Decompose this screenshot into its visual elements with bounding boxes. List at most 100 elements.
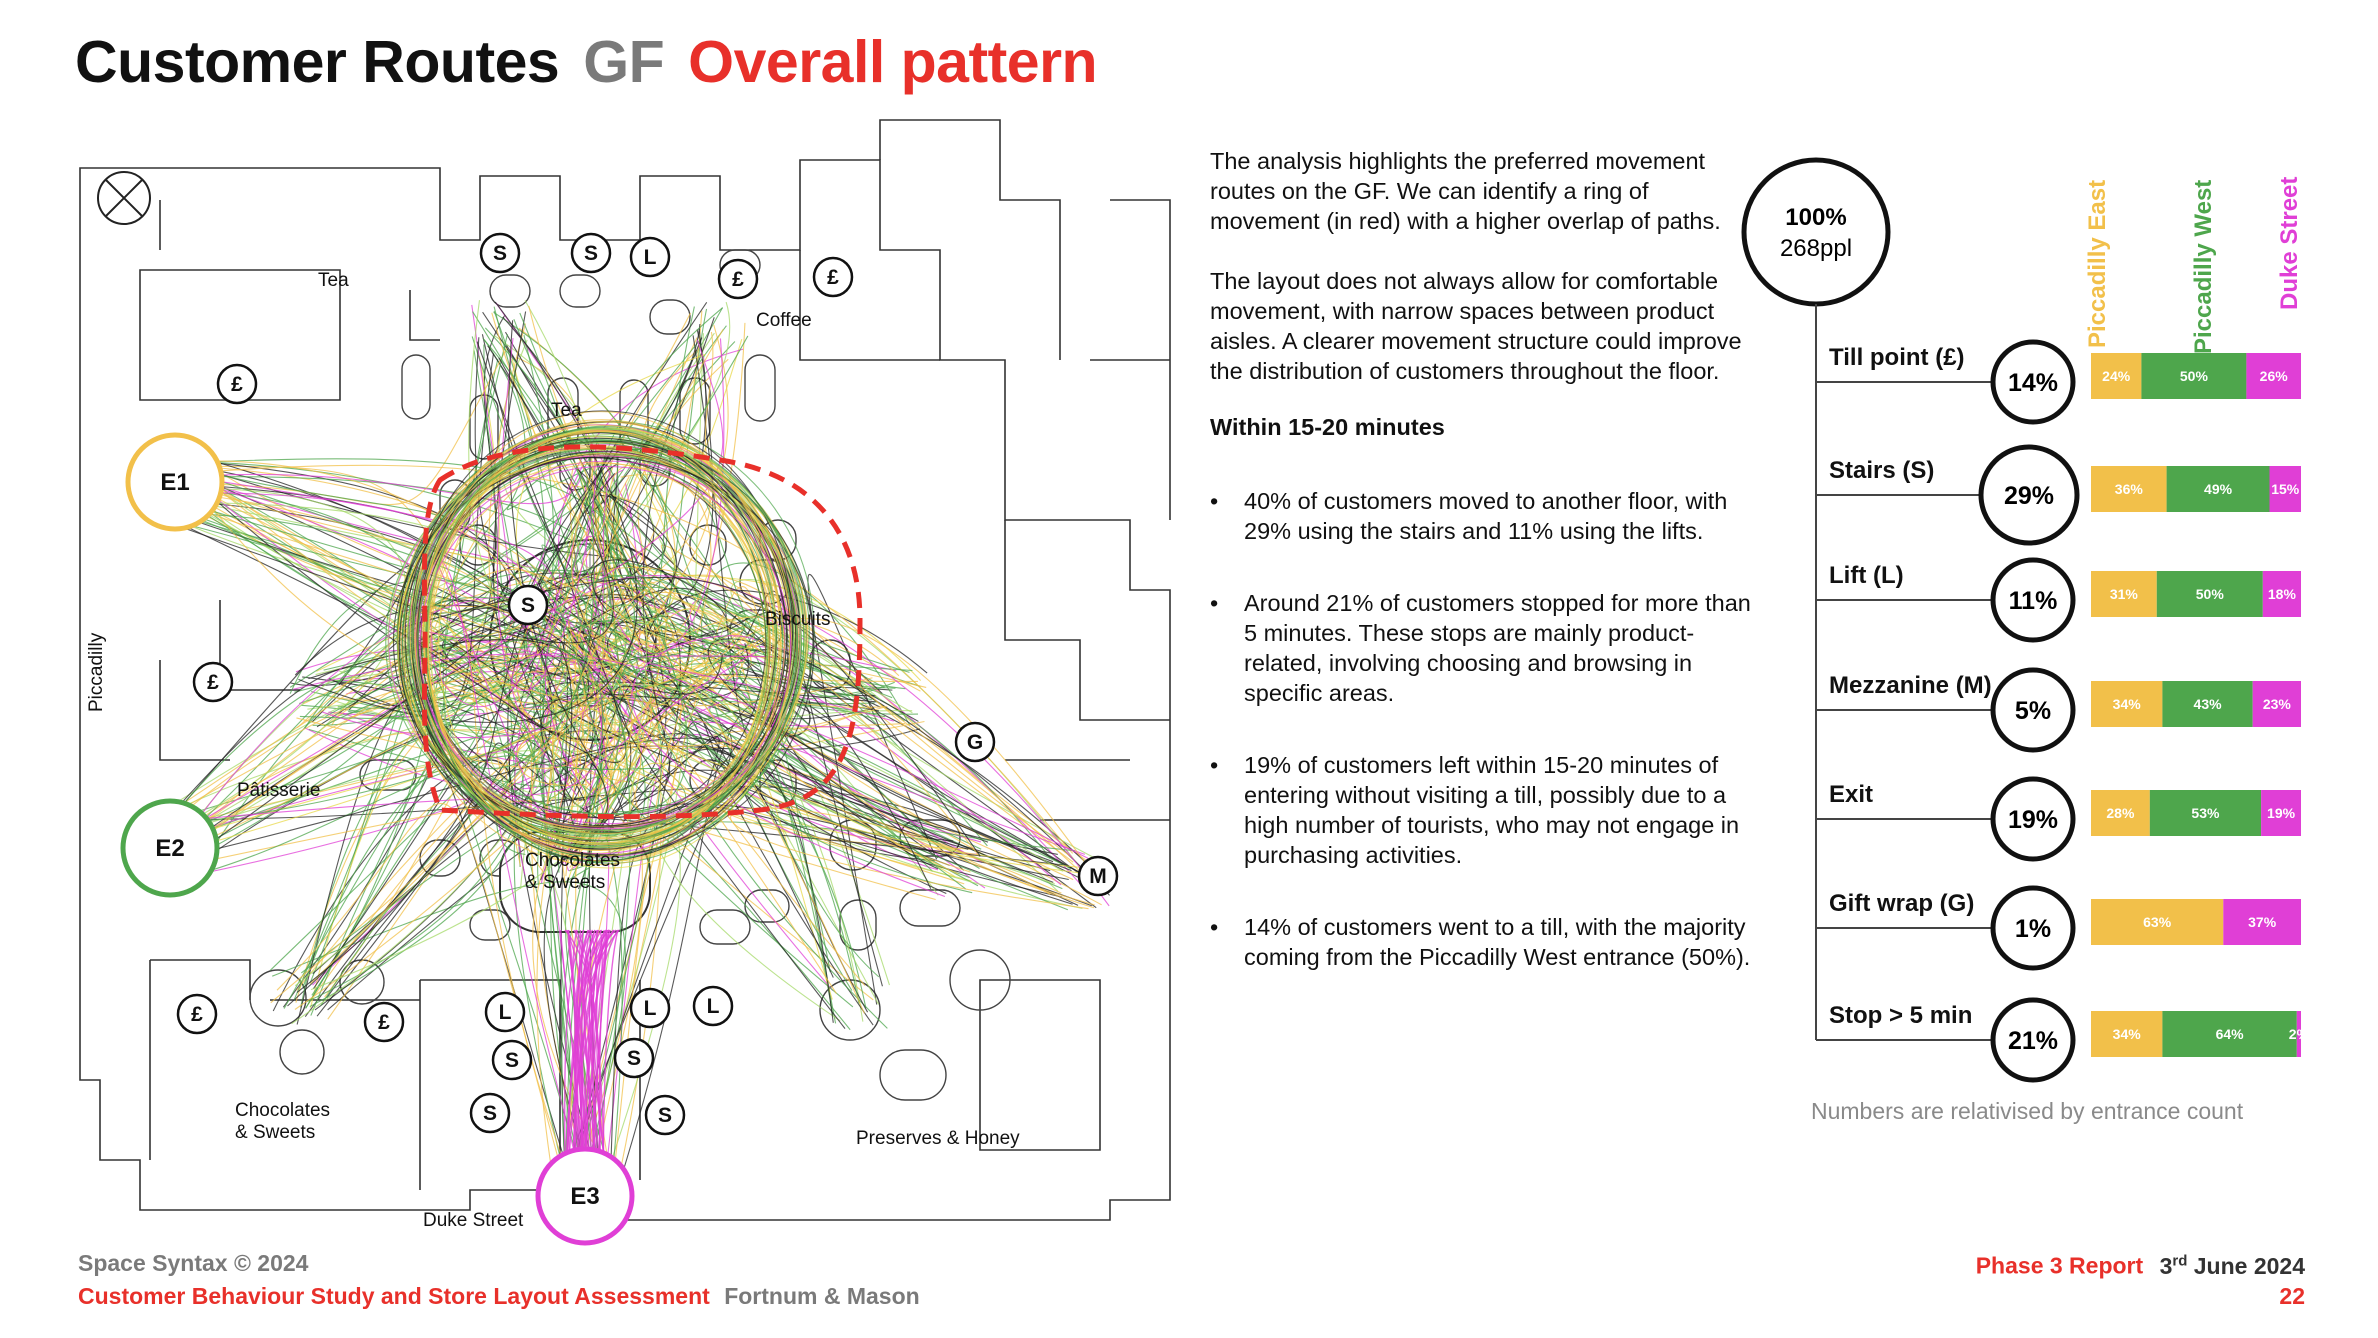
label-patisserie: Pâtisserie bbox=[237, 780, 321, 801]
bar-label-west: 64% bbox=[2216, 1026, 2245, 1042]
bar-segment-west bbox=[2162, 1011, 2297, 1057]
route-line bbox=[398, 440, 815, 856]
marker-S: S bbox=[507, 584, 549, 626]
route-line bbox=[540, 615, 1107, 888]
bullet-item: 40% of customers moved to another floor,… bbox=[1210, 486, 1755, 546]
bar-label-duke: 37% bbox=[2248, 914, 2277, 930]
svg-text:S: S bbox=[505, 1049, 519, 1072]
svg-text:M: M bbox=[1089, 865, 1107, 888]
route-line bbox=[172, 500, 633, 798]
route-line bbox=[156, 460, 741, 682]
footer-date: 3rd June 2024 bbox=[2159, 1252, 2305, 1279]
bullet-item: 19% of customers left within 15-20 minut… bbox=[1210, 750, 1755, 870]
display-unit-22 bbox=[744, 889, 790, 923]
display-unit-30 bbox=[249, 969, 307, 1027]
bar-segment-duke bbox=[2296, 1011, 2301, 1057]
route-line bbox=[302, 746, 524, 1003]
share-node: 29% bbox=[1978, 444, 2080, 546]
route-line bbox=[194, 632, 563, 829]
route-line bbox=[420, 635, 854, 1008]
bar-label-east: 24% bbox=[2102, 368, 2131, 384]
plan-wall-4 bbox=[1004, 520, 1170, 821]
route-line bbox=[564, 929, 608, 1181]
share-node: 1% bbox=[1990, 885, 2076, 971]
route-line bbox=[190, 583, 667, 848]
legend-duke-street: Duke Street bbox=[2276, 176, 2303, 310]
marker-S: S bbox=[479, 232, 521, 274]
route-line bbox=[541, 544, 618, 638]
marker-£: £ bbox=[216, 363, 258, 405]
footer-study: Customer Behaviour Study and Store Layou… bbox=[78, 1283, 710, 1309]
route-line bbox=[270, 608, 764, 1004]
route-line bbox=[308, 623, 602, 707]
route-line bbox=[512, 632, 1058, 856]
route-line bbox=[403, 424, 793, 866]
route-line bbox=[309, 350, 536, 1008]
route-line bbox=[276, 802, 569, 1193]
legend-piccadilly-west: Piccadilly West bbox=[2190, 179, 2217, 354]
route-line bbox=[415, 461, 775, 827]
title-main: Customer Routes bbox=[75, 29, 560, 95]
route-line bbox=[595, 459, 779, 736]
category-label: Gift wrap (G) bbox=[1829, 890, 1974, 917]
svg-text:E2: E2 bbox=[155, 835, 184, 862]
display-unit-29 bbox=[879, 1049, 947, 1101]
svg-text:L: L bbox=[644, 997, 657, 1020]
route-line bbox=[422, 452, 768, 848]
analysis-bullets: 40% of customers moved to another floor,… bbox=[1210, 486, 1755, 972]
label-chocolates-centre: Chocolates & Sweets bbox=[525, 850, 621, 893]
bar-segment-duke bbox=[2261, 790, 2301, 836]
marker-S: S bbox=[644, 1094, 686, 1136]
route-line bbox=[645, 354, 1096, 859]
marker-M: M bbox=[1077, 855, 1119, 897]
share-node: 11% bbox=[1990, 557, 2076, 643]
route-line bbox=[631, 635, 946, 898]
footer-date-day: 3 bbox=[2159, 1252, 2173, 1279]
route-line bbox=[323, 657, 880, 978]
bar-segment-east bbox=[2091, 790, 2150, 836]
marker-£: £ bbox=[717, 258, 759, 300]
bar-label-west: 50% bbox=[2180, 368, 2209, 384]
bar-label-duke: 19% bbox=[2267, 805, 2296, 821]
title-subtitle: Overall pattern bbox=[688, 29, 1098, 95]
route-line bbox=[145, 487, 447, 1009]
bar-label-duke: 18% bbox=[2268, 586, 2297, 602]
svg-text:£: £ bbox=[207, 671, 219, 694]
route-line bbox=[515, 354, 706, 805]
route-line bbox=[422, 419, 781, 844]
svg-text:£: £ bbox=[191, 1003, 203, 1026]
display-unit-31 bbox=[339, 959, 385, 1005]
route-line bbox=[176, 509, 604, 1168]
share-node: 5% bbox=[1990, 667, 2076, 753]
marker-S: S bbox=[570, 232, 612, 274]
svg-text:E3: E3 bbox=[570, 1183, 599, 1210]
route-line bbox=[493, 311, 979, 887]
display-unit-21 bbox=[699, 909, 751, 945]
entrance-e1: E1 bbox=[125, 432, 225, 532]
share-value: 1% bbox=[2015, 915, 2051, 943]
route-line bbox=[203, 489, 570, 735]
route-line bbox=[564, 929, 585, 1181]
svg-text:S: S bbox=[493, 242, 507, 265]
display-unit-5 bbox=[744, 354, 776, 422]
bar-segment-duke bbox=[2223, 899, 2301, 945]
route-line bbox=[574, 490, 763, 644]
root-percent: 100% bbox=[1785, 204, 1846, 231]
route-line bbox=[552, 683, 1064, 872]
chart-footnote: Numbers are relativised by entrance coun… bbox=[1811, 1098, 2244, 1124]
entrance-e2: E2 bbox=[120, 798, 220, 898]
route-line bbox=[180, 460, 965, 885]
route-line bbox=[200, 460, 587, 877]
bar-segment-east bbox=[2091, 466, 2167, 512]
display-unit-24 bbox=[899, 819, 961, 857]
marker-£: £ bbox=[363, 1001, 405, 1043]
share-value: 11% bbox=[2009, 587, 2058, 615]
bar-label-west: 53% bbox=[2191, 805, 2220, 821]
label-tea-mid: Tea bbox=[551, 400, 582, 421]
analysis-subheading: Within 15-20 minutes bbox=[1210, 414, 1445, 440]
footer-date-rest: June 2024 bbox=[2187, 1252, 2305, 1279]
footer-right: Phase 3 Report 3rd June 2024 bbox=[1976, 1252, 2305, 1280]
plan-wall-1 bbox=[139, 200, 341, 401]
display-unit-25 bbox=[899, 889, 961, 927]
